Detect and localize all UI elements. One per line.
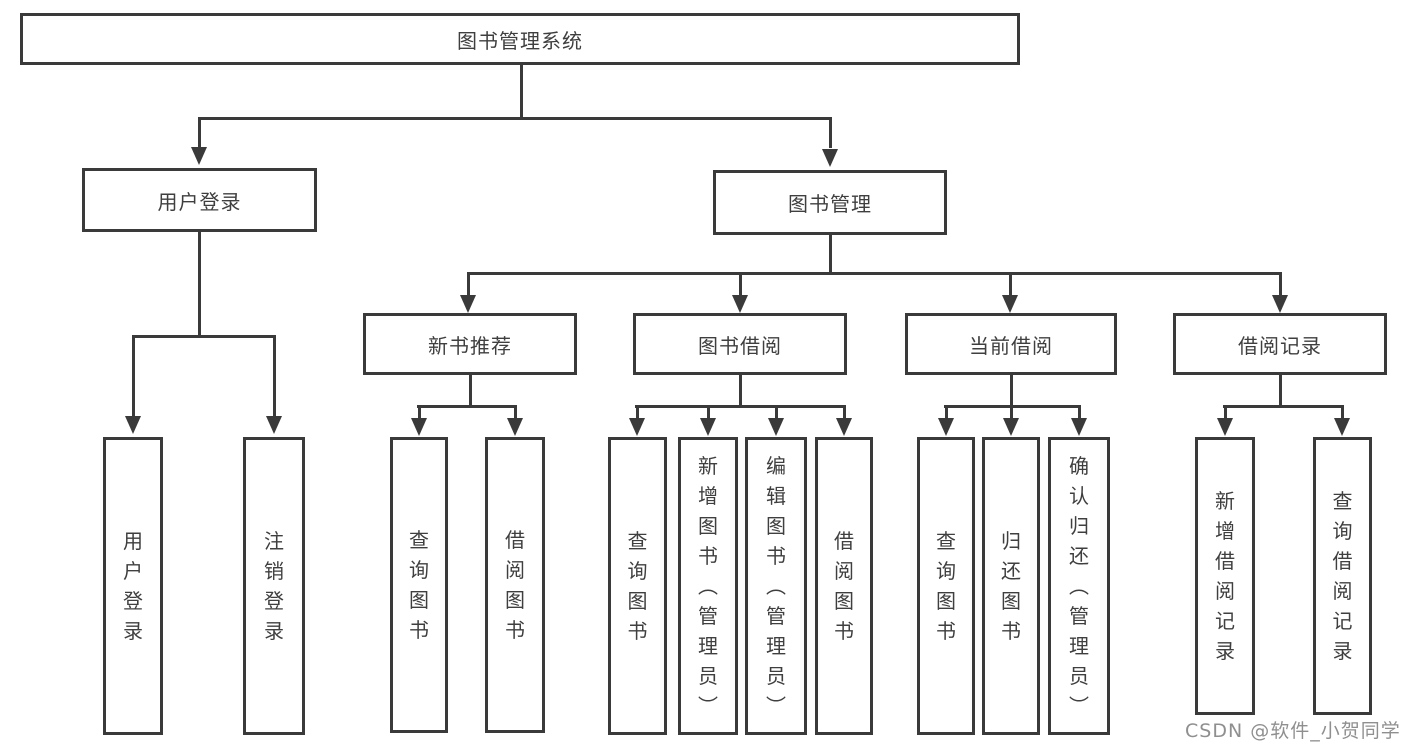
connector-level1-bar xyxy=(198,117,831,120)
connector-stem-leaf xyxy=(945,405,948,419)
arrow-down-icon xyxy=(629,418,645,436)
connector-stem-group xyxy=(1009,272,1012,297)
arrow-down-icon xyxy=(732,295,748,313)
connector-stem-user-login xyxy=(198,117,201,148)
leaf-add-books-admin: 新增图书︵管理员︶ xyxy=(678,437,738,735)
arrow-down-icon xyxy=(700,418,716,436)
arrow-down-icon xyxy=(938,418,954,436)
arrow-down-icon xyxy=(266,416,282,434)
connector-group-stem xyxy=(1279,375,1282,407)
arrow-down-icon xyxy=(411,418,427,436)
connector-book-management-stem xyxy=(829,235,832,274)
connector-stem-leaf xyxy=(1224,405,1227,419)
leaf-query-books-borrow: 查询图书 xyxy=(608,437,667,735)
connector-group-stem xyxy=(739,375,742,407)
connector-stem-book-management xyxy=(829,117,832,148)
node-book-borrow: 图书借阅 xyxy=(633,313,847,375)
leaf-return-books: 归还图书 xyxy=(982,437,1040,735)
arrow-down-icon xyxy=(1217,418,1233,436)
connector-stem-leaf xyxy=(273,335,276,417)
connector-root-stem xyxy=(520,64,523,119)
arrow-down-icon xyxy=(1003,418,1019,436)
connector-stem-group xyxy=(739,272,742,297)
connector-stem-leaf xyxy=(636,405,639,419)
leaf-query-borrow-record: 查询借阅记录 xyxy=(1313,437,1372,715)
leaf-edit-books-admin: 编辑图书︵管理员︶ xyxy=(745,437,807,735)
connector-stem-leaf xyxy=(775,405,778,419)
connector-user-login-bar xyxy=(132,335,276,338)
leaf-borrow-books: 借阅图书 xyxy=(815,437,873,735)
arrow-down-icon xyxy=(768,418,784,436)
leaf-add-borrow-record: 新增借阅记录 xyxy=(1195,437,1255,715)
leaf-query-books-recommend: 查询图书 xyxy=(390,437,448,733)
node-current-borrow: 当前借阅 xyxy=(905,313,1117,375)
leaf-borrow-books-recommend: 借阅图书 xyxy=(485,437,545,733)
connector-group-stem xyxy=(469,375,472,407)
connector-stem-group xyxy=(467,272,470,297)
node-root: 图书管理系统 xyxy=(20,13,1020,65)
arrow-down-icon xyxy=(836,418,852,436)
leaf-query-books-current: 查询图书 xyxy=(917,437,975,735)
connector-stem-leaf xyxy=(707,405,710,419)
leaf-logout: 注销登录 xyxy=(243,437,305,735)
arrow-down-icon xyxy=(822,149,838,167)
connector-stem-leaf xyxy=(1078,405,1081,419)
connector-group-bar xyxy=(417,405,517,408)
leaf-confirm-return-admin: 确认归还︵管理员︶ xyxy=(1048,437,1110,735)
arrow-down-icon xyxy=(125,416,141,434)
watermark: CSDN @软件_小贺同学 xyxy=(1185,720,1401,742)
connector-stem-leaf xyxy=(132,335,135,417)
connector-group-bar xyxy=(635,405,846,408)
connector-stem-group xyxy=(1279,272,1282,297)
connector-stem-leaf xyxy=(514,405,517,419)
leaf-user-login: 用户登录 xyxy=(103,437,163,735)
node-borrow-records: 借阅记录 xyxy=(1173,313,1387,375)
arrow-down-icon xyxy=(1272,295,1288,313)
connector-user-login-stem xyxy=(198,232,201,338)
arrow-down-icon xyxy=(1334,418,1350,436)
connector-group-bar xyxy=(1223,405,1344,408)
connector-stem-leaf xyxy=(1341,405,1344,419)
connector-group-stem xyxy=(1010,375,1013,407)
arrow-down-icon xyxy=(507,418,523,436)
node-book-management: 图书管理 xyxy=(713,170,947,235)
arrow-down-icon xyxy=(1002,295,1018,313)
connector-stem-leaf xyxy=(1010,405,1013,419)
connector-stem-leaf xyxy=(418,405,421,419)
arrow-down-icon xyxy=(460,295,476,313)
node-user-login: 用户登录 xyxy=(82,168,317,232)
node-new-book-recommend: 新书推荐 xyxy=(363,313,577,375)
connector-level2-bar xyxy=(467,272,1282,275)
connector-stem-leaf xyxy=(843,405,846,419)
arrow-down-icon xyxy=(191,147,207,165)
arrow-down-icon xyxy=(1071,418,1087,436)
